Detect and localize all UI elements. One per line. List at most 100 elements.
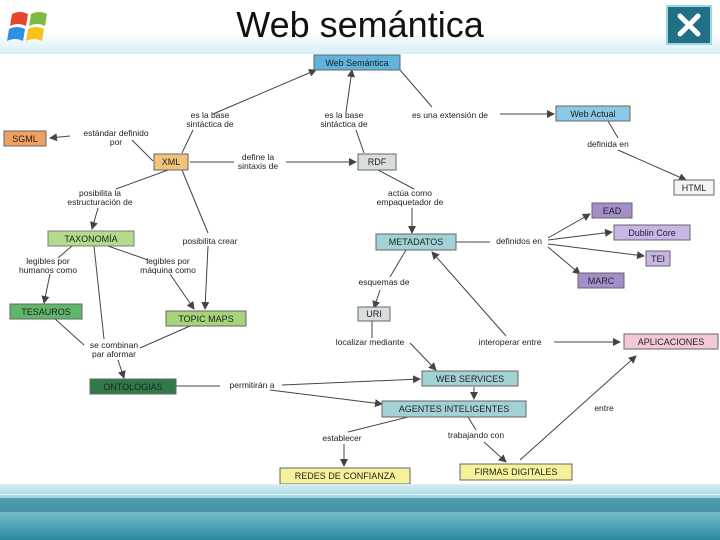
edge [547,243,645,260]
edge [617,149,687,181]
edge [53,317,85,346]
link-label: estructuración de [67,197,132,207]
link-label: se combinan [90,340,138,350]
node-web-semantica: Web Semántica [313,54,401,71]
svg-text:WEB SERVICES: WEB SERVICES [436,374,504,384]
edge [431,251,507,337]
edges [41,69,687,467]
svg-text:XML: XML [162,157,181,167]
svg-text:Dublin Core: Dublin Core [628,228,676,238]
node-uri: URI [357,306,391,322]
svg-text:FIRMAS DIGITALES: FIRMAS DIGITALES [475,467,558,477]
edge [41,273,51,304]
svg-text:Web Semántica: Web Semántica [325,58,388,68]
link-label: definidos en [496,236,542,246]
link-label: legibles por [26,256,70,266]
edge [347,416,409,433]
edge [181,169,209,234]
link-label: posibilita crear [183,236,238,246]
edge [139,325,191,349]
link-label: permitirán a [230,380,275,390]
link-label: par aformar [92,349,136,359]
link-label: posibilita la [79,188,121,198]
node-aplicaciones: APLICACIONES [623,333,719,350]
edge [547,213,591,239]
edge [467,416,477,431]
edge [547,228,613,241]
node-firmas: FIRMAS DIGITALES [459,463,573,481]
node-xml: XML [153,153,189,171]
node-sgml: SGML [3,130,47,147]
edge [355,129,365,154]
edge [107,245,149,261]
svg-text:TESAUROS: TESAUROS [21,307,71,317]
link-label: máquina como [140,265,196,275]
link-label: sintáctica de [320,119,368,129]
edge [345,69,355,113]
edge [117,359,126,379]
link-label: establecer [322,433,361,443]
svg-text:SGML: SGML [12,134,38,144]
edge [519,355,637,461]
divider [0,494,720,495]
edge [269,389,383,408]
link-label: trabajando con [448,430,505,440]
node-web-actual: Web Actual [555,105,631,122]
svg-text:APLICACIONES: APLICACIONES [638,337,705,347]
edge [181,129,194,154]
edge [399,69,433,108]
link-label: entre [594,403,614,413]
nodes: Web Semántica SGML XML RDF Web Actual HT… [3,54,719,484]
close-button[interactable] [666,5,712,45]
svg-text:RDF: RDF [368,157,387,167]
link-label: humanos como [19,265,77,275]
svg-text:HTML: HTML [682,183,707,193]
node-taxonomia: TAXONOMÍA [47,230,135,247]
close-icon [677,13,701,37]
node-agentes: AGENTES INTELIGENTES [381,400,527,418]
link-label: es una extensión de [412,110,488,120]
link-label: estándar definido [83,128,148,138]
edge [372,289,381,309]
link-label: sintáctica de [186,119,234,129]
svg-text:TOPIC MAPS: TOPIC MAPS [178,314,233,324]
link-label: sintaxis de [238,161,278,171]
node-rdf: RDF [357,153,397,171]
link-label: localizar mediante [336,337,405,347]
concept-map-canvas: es la base sintáctica de es la base sint… [0,54,720,484]
edge [57,245,73,259]
link-label: legibles por [146,256,190,266]
link-label: actúa como [388,188,432,198]
node-web-services: WEB SERVICES [421,370,519,387]
svg-text:Web Actual: Web Actual [570,109,615,119]
link-label: define la [242,152,274,162]
svg-text:TAXONOMÍA: TAXONOMÍA [64,234,117,244]
link-label: definida en [587,139,629,149]
link-label: por [110,137,122,147]
edge [377,169,415,190]
node-html: HTML [673,179,715,196]
node-tei: TEI [645,250,671,267]
link-label: interoperar entre [479,337,542,347]
edge [201,245,210,310]
edge [93,245,105,340]
svg-text:METADATOS: METADATOS [389,237,444,247]
concept-map: es la base sintáctica de es la base sint… [3,54,719,484]
title-bar: Web semántica [0,0,720,54]
svg-text:URI: URI [366,309,382,319]
edge [483,441,507,463]
node-tesauros: TESAUROS [9,303,83,320]
windows-logo-icon [7,12,47,41]
node-redes: REDES DE CONFIANZA [279,467,411,484]
svg-text:ONTOLOGIAS: ONTOLOGIAS [103,382,162,392]
divider [0,498,720,512]
edge [49,133,71,142]
svg-text:EAD: EAD [603,206,622,216]
edge [115,169,169,190]
edge [212,69,317,115]
link-label: es la base [325,110,364,120]
node-ead: EAD [591,202,633,219]
link-label: esquemas de [358,277,409,287]
link-labels: es la base sintáctica de es la base sint… [19,110,629,443]
edge [90,207,99,230]
